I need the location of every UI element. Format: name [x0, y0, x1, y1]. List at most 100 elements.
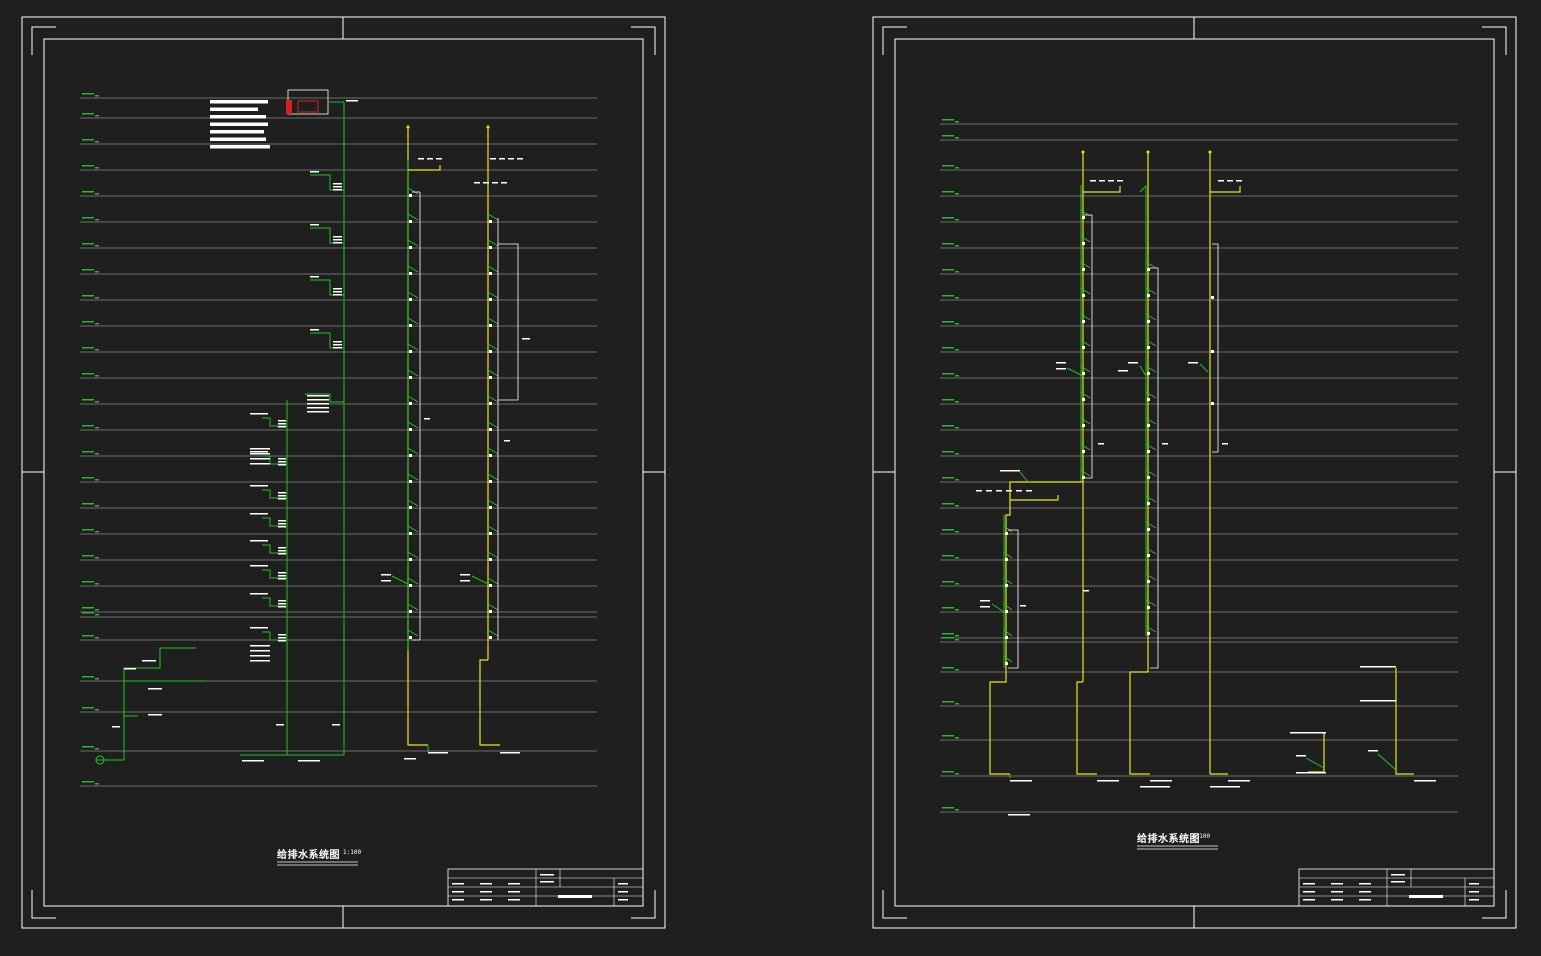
- annotation-mark: [278, 461, 286, 463]
- floor-branch: [487, 291, 499, 299]
- floor-branch: [1145, 261, 1157, 269]
- pipe-segment: [1019, 471, 1029, 483]
- floor-branch: [487, 213, 499, 221]
- annotation-mark: [436, 158, 442, 160]
- fixture-mark: [1147, 320, 1150, 323]
- annotation-mark: [278, 550, 286, 552]
- annotation-mark: [1331, 883, 1343, 885]
- annotation-mark: [95, 678, 99, 680]
- fixture-mark: [489, 220, 492, 223]
- pipe-run: [1210, 186, 1241, 193]
- annotation-mark: [942, 269, 954, 271]
- annotation-mark: [955, 121, 959, 123]
- annotation-mark: [95, 95, 99, 97]
- annotation-mark: [82, 347, 94, 349]
- annotation-mark: [250, 413, 268, 415]
- annotation-mark: [955, 669, 959, 671]
- annotation-mark: [1026, 490, 1032, 492]
- annotation-mark: [95, 637, 99, 639]
- annotation-mark: [333, 344, 342, 346]
- vent-cap: [406, 125, 410, 129]
- annotation-mark: [250, 453, 270, 455]
- floor-branch: [487, 421, 499, 429]
- branch-bracket: [498, 243, 519, 401]
- fixture-mark: [489, 298, 492, 301]
- annotation-mark: [955, 427, 959, 429]
- fixture-mark: [489, 558, 492, 561]
- annotation-mark: [480, 883, 492, 885]
- annotation-mark: [1108, 180, 1114, 182]
- annotation-mark: [250, 593, 268, 595]
- fixture-mark: [409, 636, 412, 639]
- fixture-mark: [1147, 294, 1150, 297]
- floor-branch: [487, 525, 499, 533]
- annotation-mark: [942, 701, 954, 703]
- annotation-mark: [490, 158, 496, 160]
- annotation-mark: [955, 583, 959, 585]
- fixture-mark: [489, 376, 492, 379]
- annotation-mark: [955, 635, 959, 637]
- annotation-mark: [82, 503, 94, 505]
- annotation-mark: [955, 639, 959, 641]
- fixture-mark: [409, 558, 412, 561]
- annotation-mark: [1218, 180, 1224, 182]
- annotation-mark: [618, 899, 628, 901]
- annotation-mark: [986, 490, 992, 492]
- floor-branch: [1145, 417, 1157, 425]
- annotation-mark: [492, 182, 498, 184]
- floor-branch: [407, 395, 419, 403]
- annotation-mark: [298, 760, 320, 762]
- floor-branch: [1003, 655, 1013, 663]
- annotation-mark: [942, 771, 954, 773]
- fixture-mark: [1147, 502, 1150, 505]
- fixture-mark: [409, 506, 412, 509]
- floor-branch: [1080, 287, 1091, 295]
- annotation-mark: [95, 505, 99, 507]
- floor-branch: [487, 369, 499, 377]
- annotation-mark: [1090, 180, 1096, 182]
- floor-branch: [1145, 547, 1157, 555]
- annotation-mark: [278, 547, 286, 549]
- floor-branch: [1145, 339, 1157, 347]
- annotation-mark: [95, 115, 99, 117]
- annotation-mark: [346, 100, 358, 102]
- pipe-run: [1083, 186, 1121, 193]
- annotation-mark: [278, 426, 286, 428]
- fixture-mark: [1082, 242, 1085, 245]
- annotation-mark: [1296, 755, 1306, 757]
- annotation-mark: [460, 580, 470, 582]
- annotation-mark: [942, 399, 954, 401]
- annotation-mark: [278, 634, 286, 636]
- annotation-mark: [508, 883, 520, 885]
- floor-branch: [1145, 287, 1157, 295]
- annotation-mark: [955, 245, 959, 247]
- pipe-segment: [991, 603, 1005, 613]
- annotation-mark: [1331, 891, 1343, 893]
- annotation-mark: [82, 113, 94, 115]
- annotation-mark: [942, 735, 954, 737]
- annotation-mark: [95, 531, 99, 533]
- annotation-mark: [404, 758, 416, 760]
- floor-branch: [1003, 629, 1013, 637]
- fixture-mark: [1147, 398, 1150, 401]
- note-line: [210, 130, 264, 134]
- fixture-mark: [409, 220, 412, 223]
- floor-branch: [1145, 599, 1157, 607]
- annotation-mark: [82, 581, 94, 583]
- annotation-mark: [82, 93, 94, 95]
- annotation-mark: [460, 574, 470, 576]
- floor-branch: [407, 473, 419, 481]
- annotation-mark: [278, 603, 286, 605]
- fixture-mark: [1082, 294, 1085, 297]
- pipe-system-right: [976, 150, 1436, 816]
- annotation-mark: [1098, 443, 1104, 445]
- annotation-mark: [1227, 180, 1233, 182]
- fixture-mark: [1147, 346, 1150, 349]
- annotation-mark: [82, 746, 94, 748]
- fixture-mark: [409, 428, 412, 431]
- annotation-mark: [508, 899, 520, 901]
- annotation-mark: [95, 297, 99, 299]
- annotation-mark: [976, 490, 982, 492]
- sheet-frame-right: [872, 16, 1517, 929]
